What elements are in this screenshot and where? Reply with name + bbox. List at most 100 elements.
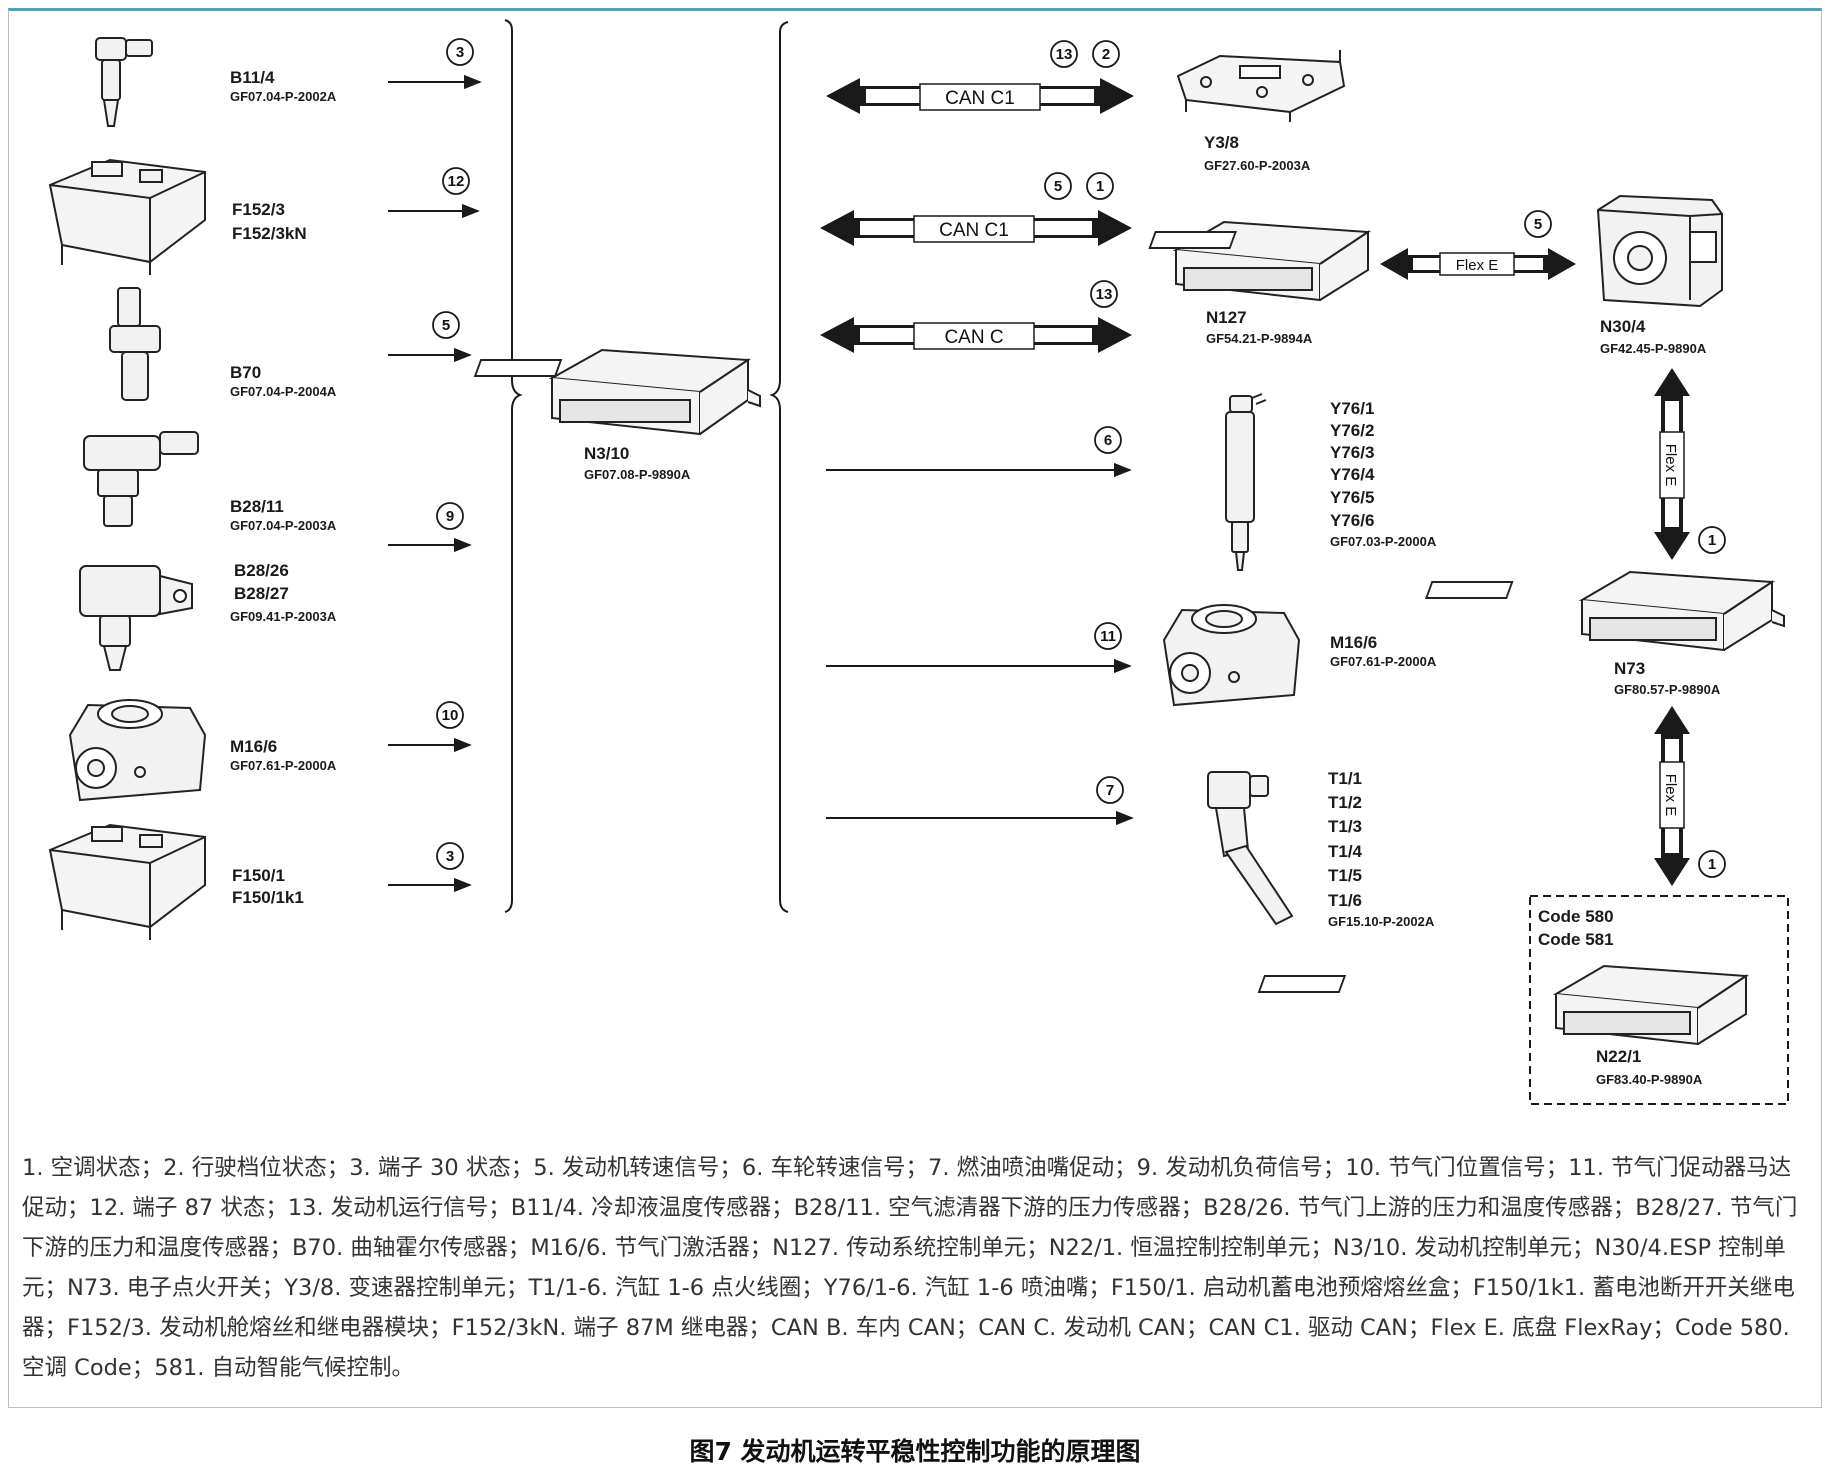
m16-6-right-label: M16/6 bbox=[1330, 633, 1377, 652]
figure-caption: 图7 发动机运转平稳性控制功能的原理图 bbox=[689, 1437, 1141, 1466]
t1-3-label: T1/3 bbox=[1328, 817, 1362, 836]
signal-marker-13-can1: 13 bbox=[1050, 40, 1078, 68]
y76-6-label: Y76/6 bbox=[1330, 511, 1374, 530]
svg-text:5: 5 bbox=[1534, 216, 1542, 233]
y76-3-label: Y76/3 bbox=[1330, 443, 1374, 462]
starter-battery-fuse-box-icon bbox=[48, 823, 206, 940]
svg-text:13: 13 bbox=[1096, 286, 1113, 303]
flex-e-bus-horizontal: Flex E bbox=[1380, 248, 1576, 280]
powertrain-control-unit-icon bbox=[1148, 220, 1371, 302]
b28-11-code: GF07.04-P-2003A bbox=[230, 518, 337, 533]
m16-6-right-code: GF07.61-P-2000A bbox=[1330, 654, 1437, 669]
t1-2-label: T1/2 bbox=[1328, 793, 1362, 812]
svg-text:CAN C1: CAN C1 bbox=[945, 88, 1015, 109]
b28-26-label: B28/26 bbox=[234, 561, 289, 580]
output-arrows bbox=[826, 462, 1134, 826]
b11-4-label: B11/4 bbox=[230, 68, 275, 87]
svg-text:10: 10 bbox=[442, 707, 459, 724]
signal-marker-1-flex-lower: 1 bbox=[1698, 850, 1726, 878]
can-c1-bus-middle: CAN C1 bbox=[820, 210, 1132, 246]
y3-8-code: GF27.60-P-2003A bbox=[1204, 158, 1311, 173]
n22-1-code: GF83.40-P-9890A bbox=[1596, 1072, 1703, 1087]
signal-marker-7: 7 bbox=[1096, 776, 1124, 804]
schematic-diagram: B11/4 GF07.04-P-2002A F152/3 F152/3kN B7… bbox=[48, 19, 1789, 1105]
coolant-temp-sensor-icon bbox=[95, 37, 153, 127]
svg-text:Flex E: Flex E bbox=[1456, 257, 1499, 274]
svg-text:6: 6 bbox=[1104, 432, 1112, 449]
svg-text:12: 12 bbox=[448, 173, 465, 190]
fuse-relay-module-icon bbox=[48, 158, 206, 275]
signal-marker-11: 11 bbox=[1094, 622, 1122, 650]
electronic-ignition-switch-icon bbox=[1424, 570, 1785, 652]
input-arrows bbox=[388, 74, 482, 893]
svg-text:5: 5 bbox=[442, 317, 450, 334]
svg-text:2: 2 bbox=[1102, 46, 1110, 63]
svg-text:CAN C1: CAN C1 bbox=[939, 220, 1009, 241]
y76-2-label: Y76/2 bbox=[1330, 421, 1374, 440]
f152-3-label: F152/3 bbox=[232, 200, 285, 219]
signal-marker-3-f150: 3 bbox=[436, 842, 464, 870]
code-581-label: Code 581 bbox=[1538, 930, 1614, 949]
n30-4-label: N30/4 bbox=[1600, 317, 1646, 336]
transmission-control-unit-icon bbox=[1176, 50, 1346, 122]
throttle-actuator-icon bbox=[68, 699, 207, 802]
esp-control-unit-icon bbox=[1596, 194, 1723, 308]
y76-code: GF07.03-P-2000A bbox=[1330, 534, 1437, 549]
flex-e-bus-vertical-lower: Flex E bbox=[1654, 706, 1690, 886]
n30-4-code: GF42.45-P-9890A bbox=[1600, 341, 1707, 356]
signal-marker-3-b11: 3 bbox=[446, 38, 474, 66]
signal-marker-1-flex-upper: 1 bbox=[1698, 526, 1726, 554]
signal-marker-1-can2: 1 bbox=[1086, 172, 1114, 200]
flex-e-bus-vertical-upper: Flex E bbox=[1654, 368, 1690, 560]
b11-4-code: GF07.04-P-2002A bbox=[230, 89, 337, 104]
input-brace bbox=[504, 19, 523, 913]
n127-code: GF54.21-P-9894A bbox=[1206, 331, 1313, 346]
signal-marker-12: 12 bbox=[442, 167, 470, 195]
t1-code: GF15.10-P-2002A bbox=[1328, 914, 1435, 929]
y76-4-label: Y76/4 bbox=[1330, 465, 1375, 484]
t1-5-label: T1/5 bbox=[1328, 866, 1362, 885]
figure-frame bbox=[8, 8, 1822, 1408]
output-brace bbox=[769, 21, 789, 913]
svg-text:Flex E: Flex E bbox=[1662, 444, 1679, 487]
can-c1-bus-top: CAN C1 bbox=[826, 78, 1134, 114]
f152-3kn-label: F152/3kN bbox=[232, 224, 307, 243]
n22-1-label: N22/1 bbox=[1596, 1047, 1641, 1066]
signal-marker-5-b70: 5 bbox=[432, 311, 460, 339]
code-580-label: Code 580 bbox=[1538, 907, 1614, 926]
svg-text:1: 1 bbox=[1708, 856, 1716, 873]
t1-6-label: T1/6 bbox=[1328, 891, 1362, 910]
signal-marker-13-canc: 13 bbox=[1090, 280, 1118, 308]
y76-5-label: Y76/5 bbox=[1330, 488, 1374, 507]
n3-10-code: GF07.08-P-9890A bbox=[584, 467, 691, 482]
svg-text:13: 13 bbox=[1056, 46, 1073, 63]
y3-8-label: Y3/8 bbox=[1204, 133, 1239, 152]
b28-26-code: GF09.41-P-2003A bbox=[230, 609, 337, 624]
signal-marker-5-can2: 5 bbox=[1044, 172, 1072, 200]
n127-label: N127 bbox=[1206, 308, 1247, 327]
crankshaft-hall-sensor-icon bbox=[109, 287, 161, 401]
throttle-actuator-right-icon bbox=[1162, 604, 1301, 707]
t1-1-label: T1/1 bbox=[1328, 769, 1362, 788]
f150-1-label: F150/1 bbox=[232, 866, 285, 885]
svg-text:3: 3 bbox=[446, 848, 454, 865]
svg-text:3: 3 bbox=[456, 44, 464, 61]
svg-text:9: 9 bbox=[446, 508, 454, 525]
signal-marker-2: 2 bbox=[1092, 40, 1120, 68]
svg-text:5: 5 bbox=[1054, 178, 1062, 195]
m16-6-left-label: M16/6 bbox=[230, 737, 277, 756]
y76-1-label: Y76/1 bbox=[1330, 399, 1374, 418]
b28-11-label: B28/11 bbox=[230, 497, 284, 516]
fuel-injector-icon bbox=[1225, 393, 1267, 571]
svg-text:7: 7 bbox=[1106, 782, 1114, 799]
ignition-coil-icon bbox=[1207, 771, 1294, 926]
m16-6-left-code: GF07.61-P-2000A bbox=[230, 758, 337, 773]
b70-label: B70 bbox=[230, 363, 261, 382]
n3-10-label: N3/10 bbox=[584, 444, 629, 463]
signal-marker-9: 9 bbox=[436, 502, 464, 530]
signal-marker-6: 6 bbox=[1094, 426, 1122, 454]
n73-label: N73 bbox=[1614, 659, 1645, 678]
b70-code: GF07.04-P-2004A bbox=[230, 384, 337, 399]
throttle-pressure-temp-sensor-icon bbox=[79, 565, 193, 671]
svg-text:1: 1 bbox=[1708, 532, 1716, 549]
